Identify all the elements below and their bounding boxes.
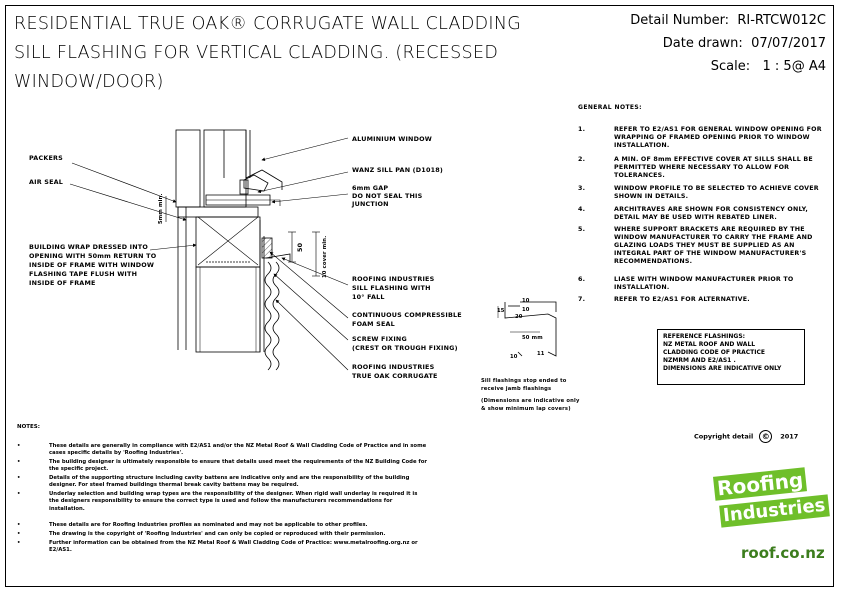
drawing-title-line1: RESIDENTIAL TRUE OAK® CORRUGATE WALL CLA… (14, 14, 522, 34)
label-building-wrap-1: BUILDING WRAP DRESSED INTO (29, 243, 148, 251)
label-aluminium-window: ALUMINIUM WINDOW (352, 135, 432, 143)
label-true-oak-2: TRUE OAK CORRUGATE (352, 372, 438, 380)
label-building-wrap-2: OPENING WITH 50mm RETURN TO (29, 252, 157, 260)
notes-heading: NOTES: (17, 424, 40, 430)
label-true-oak-1: ROOFING INDUSTRIES (352, 363, 435, 371)
reference-flashings-box: REFERENCE FLASHINGS: NZ METAL ROOF AND W… (657, 329, 805, 385)
dim-10-cover: 10 cover min. (322, 236, 328, 278)
scale-label: Scale: (710, 59, 751, 74)
dim-50: 50 (296, 242, 304, 252)
drawing-title-line2: SILL FLASHING FOR VERTICAL CLADDING. (RE… (14, 43, 499, 63)
reference-line: REFERENCE FLASHINGS: (663, 333, 746, 340)
label-foam-seal-2: FOAM SEAL (352, 320, 395, 328)
label-building-wrap-5: INSIDE OF FRAME (29, 279, 96, 287)
flashing-dim-10b: 10 (522, 307, 530, 313)
detail-number: Detail Number: RI-RTCW012C (630, 13, 826, 28)
label-screw-fixing-2: (CREST OR TROUGH FIXING) (352, 344, 458, 352)
reference-line: CLADDING CODE OF PRACTICE (663, 349, 765, 356)
logo-word-roofing: Roofing (712, 467, 808, 501)
flashing-note-1: Sill flashings stop ended to (481, 378, 567, 384)
copyright: Copyright detail © 2017 (694, 430, 798, 443)
detail-number-label: Detail Number: (630, 13, 730, 28)
dim-5mm: 5mm min. (158, 193, 164, 224)
dimensions (165, 196, 320, 277)
scale: Scale: 1 : 5@ A4 (711, 59, 826, 74)
flashing-dim-10c: 10 (510, 354, 518, 360)
label-wanz-sill-pan: WANZ SILL PAN (D1018) (352, 166, 443, 174)
date-drawn: Date drawn: 07/07/2017 (663, 36, 826, 51)
flashing-note-3: (Dimensions are indicative only (481, 398, 580, 404)
cladding-corrugate (264, 253, 291, 371)
copyright-icon: © (759, 430, 773, 443)
window-frame (175, 129, 283, 208)
flashing-note-4: & show minimum lap covers) (481, 406, 571, 412)
drawing-title-line3: WINDOW/DOOR) (14, 72, 164, 92)
flashing-dim-20: 20 (515, 314, 523, 320)
flashing-profile (497, 301, 557, 357)
flashing-dim-10a: 10 (522, 298, 530, 304)
reference-line: NZMRM AND E2/AS1 . (663, 357, 736, 364)
reference-line: NZ METAL ROOF AND WALL (663, 341, 756, 348)
drawing-border (5, 5, 834, 587)
flashing-note-2: receive jamb flashings (481, 386, 551, 392)
label-packers: PACKERS (29, 154, 63, 162)
copyright-label: Copyright detail (694, 432, 754, 441)
label-building-wrap-3: INSIDE OF FRAME WITH WINDOW (29, 261, 154, 269)
label-sill-flashing-3: 10° FALL (352, 293, 385, 301)
flashing-dim-50: 50 mm (522, 335, 543, 341)
flashing-dim-15: 15 (497, 308, 505, 314)
date-drawn-label: Date drawn: (662, 36, 743, 51)
label-foam-seal-1: CONTINUOUS COMPRESSIBLE (352, 311, 462, 319)
copyright-year: 2017 (780, 432, 799, 441)
logo-word-industries: Industries (719, 494, 830, 528)
label-air-seal: AIR SEAL (29, 178, 63, 186)
date-drawn-value: 07/07/2017 (751, 36, 826, 51)
label-gap-3: JUNCTION (351, 200, 389, 208)
label-sill-flashing-1: ROOFING INDUSTRIES (352, 275, 435, 283)
logo-url: roof.co.nz (741, 544, 825, 562)
sill-framing (177, 206, 273, 353)
flashing-dim-11: 11 (537, 351, 545, 357)
label-building-wrap-4: FLASHING TAPE FLUSH WITH (29, 270, 137, 278)
reference-line: DIMENSIONS ARE INDICATIVE ONLY (663, 365, 782, 372)
general-notes-heading: GENERAL NOTES: (578, 104, 642, 111)
scale-value: 1 : 5@ A4 (762, 59, 826, 74)
label-screw-fixing-1: SCREW FIXING (352, 335, 407, 343)
detail-number-value: RI-RTCW012C (737, 13, 826, 28)
roofing-industries-logo: Roofing Industries roof.co.nz (705, 452, 830, 572)
leader-lines (69, 137, 349, 371)
label-gap-1: 6mm GAP (352, 184, 388, 192)
label-sill-flashing-2: SILL FLASHING WITH (352, 284, 431, 292)
label-gap-2: DO NOT SEAL THIS (352, 192, 423, 200)
